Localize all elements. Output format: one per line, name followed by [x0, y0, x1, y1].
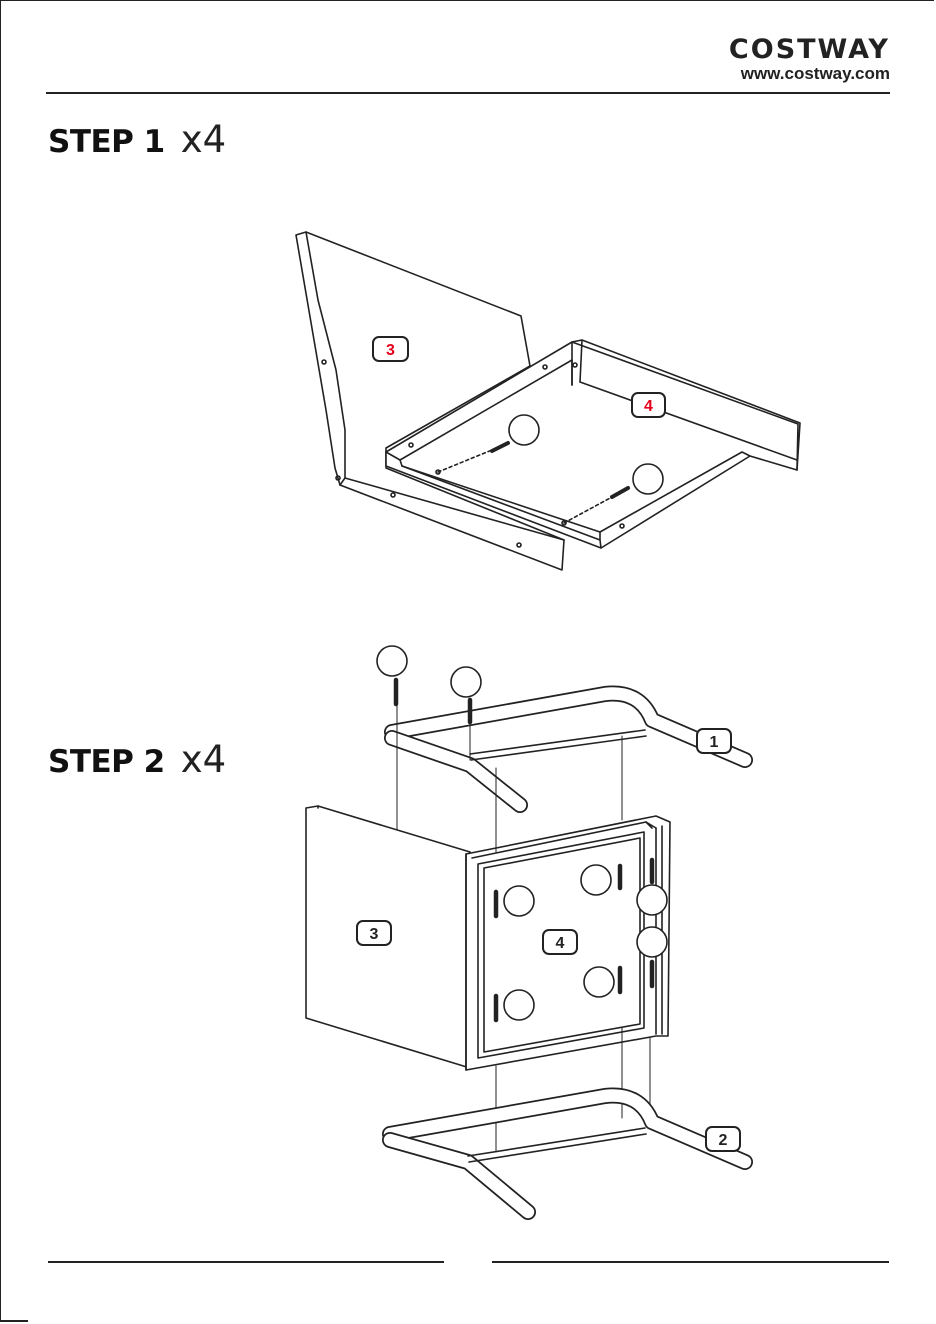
callout-circle-icon	[504, 990, 534, 1020]
callout-circle-icon	[451, 667, 481, 697]
corner-mark	[0, 1320, 28, 1322]
part-label-3: 3	[386, 342, 395, 359]
step-2-diagram: 1 3 4 2	[306, 646, 745, 1212]
callout-circle-icon	[637, 927, 667, 957]
callout-circle-icon	[504, 886, 534, 916]
callout-circle-icon	[377, 646, 407, 676]
callout-circle-icon	[581, 865, 611, 895]
footer-rule-right	[492, 1261, 889, 1263]
part-label-3-step2: 3	[370, 926, 379, 943]
part-label-2: 2	[719, 1132, 728, 1149]
part-label-4: 4	[644, 398, 653, 415]
callout-circle-icon	[509, 415, 539, 445]
top-frame-1	[392, 694, 745, 805]
part-label-4-step2: 4	[556, 935, 565, 952]
callout-circle-icon	[633, 464, 663, 494]
part-label-1: 1	[710, 734, 719, 751]
callout-circle-icon	[584, 967, 614, 997]
footer-rule-left	[48, 1261, 444, 1263]
callout-circle-icon	[637, 885, 667, 915]
bottom-frame-2	[390, 1096, 745, 1212]
step-1-diagram: 3 4	[296, 232, 800, 570]
